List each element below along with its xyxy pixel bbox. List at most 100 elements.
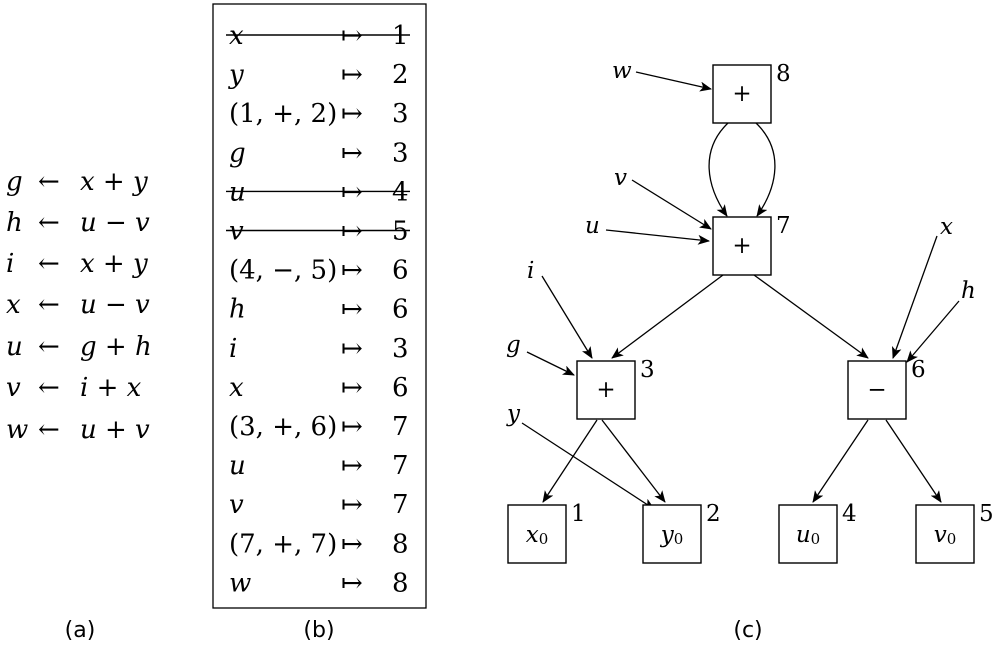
hash-value: 3 xyxy=(392,138,409,168)
assignment-row: v ← i + x xyxy=(6,373,142,403)
hash-key: u xyxy=(229,177,246,207)
dag-edge xyxy=(885,419,942,503)
dag-nodes: +8 +7+3 −6 x01 y02 u04 v05 xyxy=(507,61,994,564)
maps-to-symbol: ↦ xyxy=(341,217,363,247)
dag-node-1: x01 xyxy=(507,501,586,564)
label-arrow xyxy=(906,300,960,363)
hash-table-row: i↦3 xyxy=(229,334,409,364)
dag-edges xyxy=(542,122,942,503)
dag-node-2: y02 xyxy=(642,501,721,564)
dag-node-5: v05 xyxy=(915,501,994,564)
maps-to-symbol: ↦ xyxy=(341,21,363,51)
node-box xyxy=(642,504,702,564)
node-leaf-label: y0 xyxy=(660,522,684,548)
assignment-expr: u + v xyxy=(80,415,150,445)
variable-name: v xyxy=(614,165,627,191)
node-number: 4 xyxy=(842,501,857,527)
variable-label-w: w xyxy=(612,58,712,92)
dag-node-7: +7 xyxy=(712,213,791,276)
dag-edge xyxy=(753,274,869,359)
variable-name: y xyxy=(506,401,521,427)
node-number: 1 xyxy=(571,501,586,527)
variable-name: u xyxy=(585,213,600,239)
dag-variable-labels: w vu i gy x h xyxy=(506,58,976,510)
assignment-lhs: v xyxy=(6,373,21,403)
hash-table-row: v↦7 xyxy=(229,490,409,520)
hash-table-row: x↦6 xyxy=(229,373,409,403)
maps-to-symbol: ↦ xyxy=(341,138,363,168)
assignment-row: i ← x + y xyxy=(6,249,148,279)
hash-key: u xyxy=(229,451,246,481)
hash-table-row: (4, −, 5)↦6 xyxy=(229,256,409,286)
dag-node-4: u04 xyxy=(778,501,857,564)
hash-value: 5 xyxy=(392,217,409,247)
hash-table-row: (1, +, 2)↦3 xyxy=(229,99,409,129)
variable-name: w xyxy=(612,58,632,84)
variable-name: x xyxy=(940,214,953,240)
variable-label-g: g xyxy=(506,332,575,376)
hash-table-row: u↦4 xyxy=(226,177,410,207)
variable-name: i xyxy=(527,258,534,284)
variable-label-h: h xyxy=(906,278,976,363)
node-number: 5 xyxy=(979,501,994,527)
maps-to-symbol: ↦ xyxy=(341,295,363,325)
hash-value: 3 xyxy=(392,334,409,364)
hash-value: 7 xyxy=(392,451,409,481)
maps-to-symbol: ↦ xyxy=(341,256,363,286)
node-number: 6 xyxy=(911,357,926,383)
dag-node-8: +8 xyxy=(712,61,791,124)
panel-a-caption: (a) xyxy=(65,618,96,643)
hash-value: 8 xyxy=(392,529,409,559)
assignment-expr: u − v xyxy=(80,208,150,238)
hash-table-row: x↦1 xyxy=(226,21,410,51)
assignment-expr: u − v xyxy=(80,290,150,320)
variable-name: h xyxy=(961,278,976,304)
assignment-lhs: i xyxy=(6,249,14,279)
label-arrow xyxy=(631,179,712,230)
label-arrow xyxy=(892,235,938,359)
hash-value: 1 xyxy=(392,21,409,51)
panel-b: x↦1y↦2(1, +, 2)↦3g↦3u↦4v↦5(4, −, 5)↦6h↦6… xyxy=(212,3,427,643)
hash-value: 6 xyxy=(392,373,409,403)
node-box xyxy=(576,360,636,420)
assignment-lhs: g xyxy=(6,167,23,197)
node-operator: + xyxy=(732,233,751,259)
hash-key: v xyxy=(229,490,244,520)
assignment-arrow: ← xyxy=(38,167,60,197)
maps-to-symbol: ↦ xyxy=(341,60,363,90)
hash-key: g xyxy=(229,138,246,168)
dag-edge xyxy=(755,122,776,217)
assignment-arrow: ← xyxy=(38,249,60,279)
dag-edge xyxy=(601,419,666,503)
node-operator: − xyxy=(867,377,886,403)
hash-value: 6 xyxy=(392,256,409,286)
hash-value: 8 xyxy=(392,568,409,598)
maps-to-symbol: ↦ xyxy=(341,451,363,481)
maps-to-symbol: ↦ xyxy=(341,334,363,364)
variable-label-x: x xyxy=(892,214,953,359)
dag-edge xyxy=(542,419,598,503)
maps-to-symbol: ↦ xyxy=(341,568,363,598)
label-arrow xyxy=(605,229,710,245)
node-number: 3 xyxy=(640,357,655,383)
node-box xyxy=(915,504,975,564)
hash-key: w xyxy=(229,568,251,598)
hash-table-row: h↦6 xyxy=(229,295,409,325)
assignment-arrow: ← xyxy=(38,373,60,403)
assignment-lhs: u xyxy=(6,332,23,362)
node-box xyxy=(507,504,567,564)
dag-edge xyxy=(708,122,729,217)
node-box xyxy=(712,64,772,124)
maps-to-symbol: ↦ xyxy=(341,529,363,559)
panel-a: g ← x + y h ← u − v i ← x + y x ← u − v … xyxy=(6,167,152,643)
assignment-expr: i + x xyxy=(80,373,142,403)
maps-to-symbol: ↦ xyxy=(341,177,363,207)
hash-key: h xyxy=(229,295,246,325)
label-arrow xyxy=(635,71,712,92)
label-arrow xyxy=(521,422,655,510)
assignment-expr: x + y xyxy=(80,167,148,197)
hash-key: v xyxy=(229,217,244,247)
assignment-arrow: ← xyxy=(38,208,60,238)
variable-label-y: y xyxy=(506,401,655,510)
